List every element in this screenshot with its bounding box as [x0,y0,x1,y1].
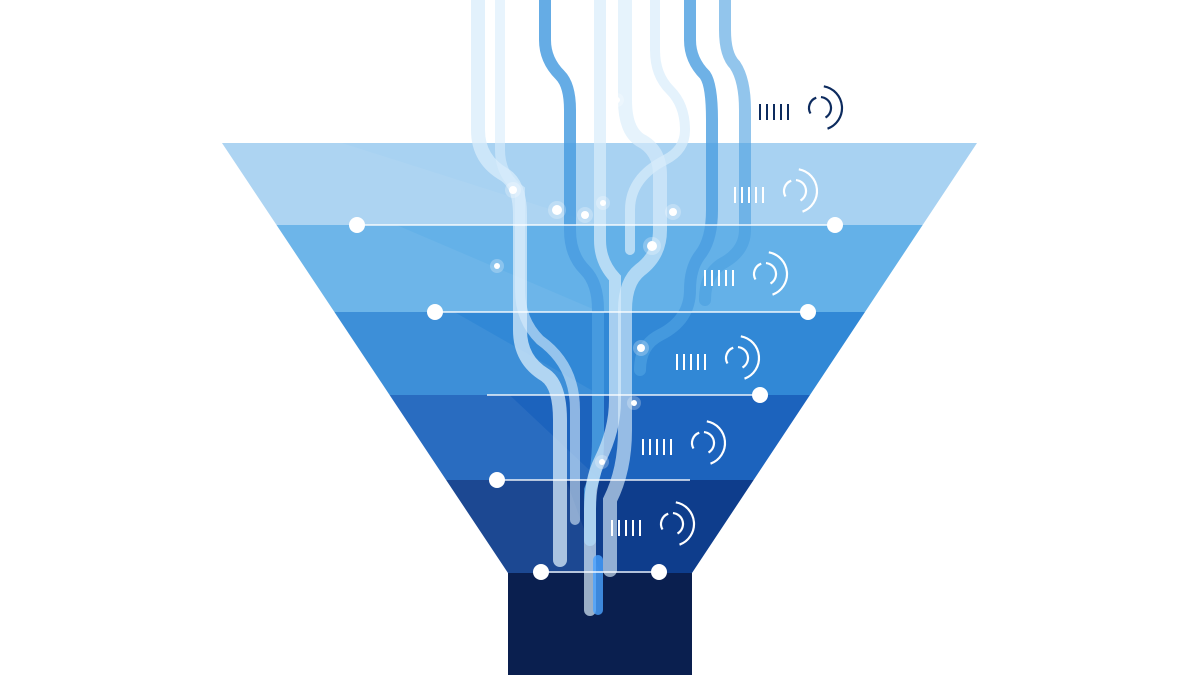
funnel-band [276,225,923,312]
sparkle-dot [669,208,677,216]
sparkle-dot [647,241,657,251]
signal-arc [820,95,833,119]
signal-icon [704,251,789,296]
data-stream [584,0,621,616]
signal-arc [706,420,727,465]
signal-arc [798,168,819,213]
signal-arc [795,178,808,202]
data-stream [699,0,751,306]
node-dot-icon [489,472,505,488]
sparkle-dot [550,127,556,133]
signal-arc [752,262,762,281]
data-stream [539,0,604,546]
sparkle-dot [552,205,562,215]
signal-icon [642,420,727,465]
signal-arc [672,511,685,535]
signal-icon [676,335,761,380]
data-stream [634,0,718,376]
sparkle-dot [581,211,589,219]
band-facet [389,395,600,480]
sparkle-dot [600,200,606,206]
signal-arc [782,179,792,198]
sparkle-dot [509,186,517,194]
node-dot-icon [800,304,816,320]
sparkle-dot [631,400,637,406]
signal-icon [611,501,696,546]
signal-arc [690,431,700,450]
signal-icon [734,168,819,213]
node-dot-icon [752,387,768,403]
data-stream [603,0,667,577]
data-streams [471,0,751,616]
node-dot-icon [349,217,365,233]
signal-arc [765,261,778,285]
signal-arc [737,345,750,369]
data-stream [625,0,691,255]
signal-icon [759,85,844,130]
band-facet [222,143,600,225]
data-stream [495,0,580,525]
signal-arc [675,501,696,546]
signal-arc [740,335,761,380]
signal-icons [611,85,844,546]
sparkle-dots [490,93,681,469]
sparkle-dot [494,263,500,269]
signal-arc [823,85,844,130]
sparkle-dot [614,97,620,103]
node-dot-icon [651,564,667,580]
signal-arc [807,96,817,115]
signal-arc [724,346,734,365]
signal-arc [768,251,789,296]
connector-lines [349,217,843,580]
node-dot-icon [827,217,843,233]
node-dot-icon [427,304,443,320]
signal-arc [703,430,716,454]
sparkle-dot [637,344,645,352]
signal-arc [659,512,669,531]
node-dot-icon [533,564,549,580]
sparkle-dot [599,459,605,465]
